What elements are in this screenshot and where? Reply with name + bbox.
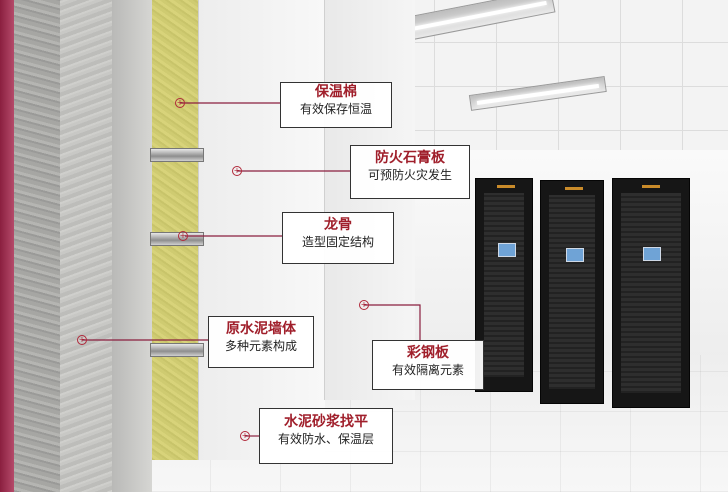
callout-title: 保温棉 bbox=[315, 84, 357, 100]
callout-title: 彩钢板 bbox=[407, 345, 449, 361]
callout-desc: 多种元素构成 bbox=[224, 339, 297, 353]
insulation-wool-layer bbox=[152, 0, 198, 460]
steel-panel-layer bbox=[324, 0, 415, 400]
server-rack bbox=[540, 180, 604, 404]
cement-wall-layer bbox=[14, 0, 60, 492]
wall-edge bbox=[0, 0, 14, 492]
crosshair-marker-icon: + bbox=[178, 231, 188, 241]
callout-mortar-leveling: 水泥砂浆找平 有效防水、保温层 bbox=[259, 408, 393, 464]
callout-title: 防火石膏板 bbox=[375, 150, 445, 166]
callout-desc: 可预防火灾发生 bbox=[367, 168, 452, 182]
callout-title: 龙骨 bbox=[324, 217, 352, 233]
crosshair-marker-icon: + bbox=[359, 300, 369, 310]
crosshair-marker-icon: + bbox=[240, 431, 250, 441]
callout-insulation: 保温棉 有效保存恒温 bbox=[280, 82, 392, 128]
server-rack bbox=[612, 178, 690, 408]
mortar-layer bbox=[60, 0, 112, 492]
crosshair-marker-icon: + bbox=[232, 166, 242, 176]
callout-fireproof-board: 防火石膏板 可预防火灾发生 bbox=[350, 145, 470, 199]
crosshair-marker-icon: + bbox=[77, 335, 87, 345]
callout-keel: 龙骨 造型固定结构 bbox=[282, 212, 394, 264]
callout-cement-wall: 原水泥墙体 多种元素构成 bbox=[208, 316, 314, 368]
plaster-layer bbox=[112, 0, 152, 492]
callout-title: 原水泥墙体 bbox=[226, 321, 296, 337]
callout-desc: 有效保存恒温 bbox=[299, 102, 372, 116]
callout-desc: 造型固定结构 bbox=[301, 235, 374, 249]
keel-stud bbox=[150, 148, 204, 162]
keel-stud bbox=[150, 343, 204, 357]
callout-desc: 有效隔离元素 bbox=[391, 363, 464, 377]
crosshair-marker-icon: + bbox=[175, 98, 185, 108]
callout-title: 水泥砂浆找平 bbox=[284, 414, 368, 430]
callout-desc: 有效防水、保温层 bbox=[277, 432, 374, 446]
callout-steel-panel: 彩钢板 有效隔离元素 bbox=[372, 340, 484, 390]
server-rack bbox=[475, 178, 533, 392]
